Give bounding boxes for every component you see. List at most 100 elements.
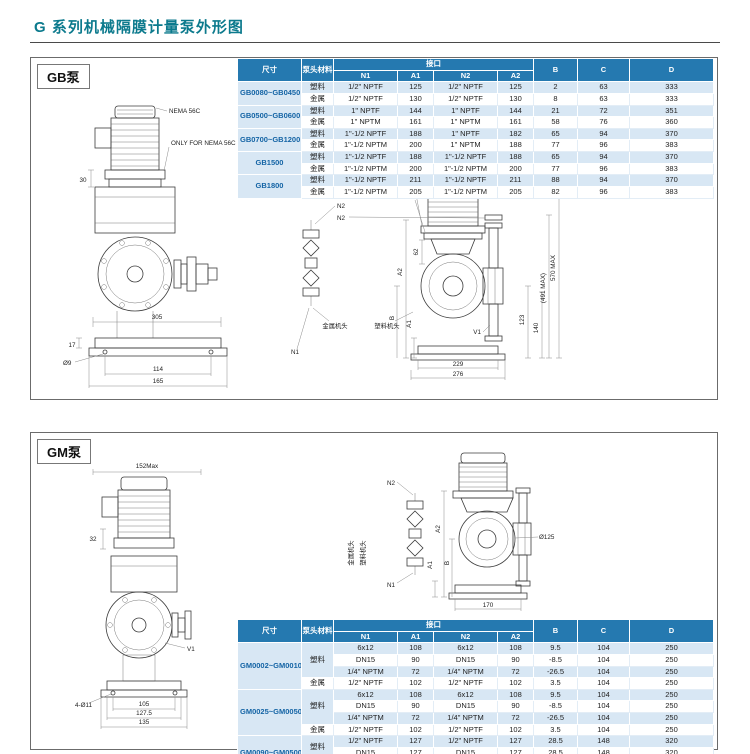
- cell: 90: [497, 653, 534, 667]
- cell: 90: [497, 700, 534, 713]
- cell: 1" NPTM: [333, 116, 398, 129]
- cell: 351: [629, 104, 714, 118]
- metal-head-label: 金属机头: [322, 321, 347, 330]
- cell: 104: [577, 677, 630, 690]
- cell: 127: [497, 746, 534, 754]
- gm-side-annotations: 金属机头 塑料机头 N2 N1 A2 A1 B Ø125 170: [346, 480, 555, 611]
- cell: 370: [629, 151, 714, 164]
- cell: 塑料: [301, 688, 334, 725]
- cell: 1"-1/2 NPTM: [333, 162, 398, 176]
- cell: 1" NPTM: [433, 139, 498, 152]
- cell: 370: [629, 127, 714, 141]
- cell: 188: [397, 151, 434, 164]
- cell: 塑料: [301, 104, 334, 118]
- cell: 104: [577, 653, 630, 667]
- n2-label: N2: [337, 203, 346, 210]
- table-header-row: 尺寸 泵头材料 接口 B C D: [237, 57, 714, 83]
- cell: 72: [497, 665, 534, 679]
- col-header-material: 泵头材料: [301, 618, 334, 644]
- cell: 250: [629, 688, 714, 702]
- cell: GB1800: [237, 174, 302, 199]
- cell: 77: [533, 162, 578, 176]
- dim-17-label: 17: [68, 342, 76, 349]
- cell: 金属: [301, 677, 334, 690]
- dim-165-label: 165: [153, 378, 164, 385]
- cell: 6x12: [433, 642, 498, 655]
- cell: 250: [629, 653, 714, 667]
- col-header-a1: A1: [397, 630, 434, 644]
- cell: 1/2" NPTF: [333, 92, 398, 106]
- cell: 250: [629, 665, 714, 679]
- cell: 360: [629, 116, 714, 129]
- col-header-port: 接口: [333, 619, 534, 632]
- cell: 96: [577, 139, 630, 152]
- cell: DN15: [433, 653, 498, 667]
- valve-stack: [302, 220, 320, 306]
- cell: 108: [397, 688, 434, 702]
- cell: -8.5: [533, 700, 578, 713]
- col-header-material: 泵头材料: [301, 57, 334, 83]
- cell: 188: [497, 151, 534, 164]
- cell: 200: [397, 162, 434, 176]
- cell: 370: [629, 174, 714, 187]
- cell: 205: [397, 185, 434, 199]
- gb-side-annotations: IEC 80 (IEC 71) ONLY FOR IEC 80 ONLY FOR…: [291, 175, 562, 380]
- cell: 108: [397, 642, 434, 655]
- cell: 1"-1/2 NPTF: [333, 127, 398, 141]
- cell: 1"-1/2 NPTF: [433, 174, 498, 187]
- cell: 104: [577, 642, 630, 655]
- dim-b-label: B: [444, 561, 451, 565]
- cell: 1/2" NPTF: [433, 677, 498, 690]
- motor: [452, 452, 514, 513]
- cell: 塑料: [301, 174, 334, 187]
- cell: 塑料: [301, 81, 334, 94]
- cell: 188: [497, 139, 534, 152]
- dim-305-label: 305: [152, 314, 163, 321]
- cell: 182: [497, 127, 534, 141]
- col-header-n2: N2: [433, 630, 498, 644]
- flange-stack: [171, 610, 192, 640]
- cell: 383: [629, 139, 714, 152]
- cell: 320: [629, 735, 714, 748]
- dim-570max-label: 570 MAX: [550, 254, 557, 281]
- dim-170-label: 170: [483, 602, 494, 609]
- cell: 72: [577, 104, 630, 118]
- cell: 塑料: [301, 127, 334, 141]
- cell: 8: [533, 92, 578, 106]
- cell: 161: [497, 116, 534, 129]
- cell: 1"-1/2 NPTM: [333, 139, 398, 152]
- cell: -26.5: [533, 665, 578, 679]
- table-header-row: 尺寸 泵头材料 接口 B C D: [237, 618, 714, 644]
- cell: 96: [577, 185, 630, 199]
- cell: 1/2" NPTF: [333, 723, 398, 737]
- cell: 63: [577, 92, 630, 106]
- gb-front-drawing: NEMA 56C ONLY FOR NEMA 56C 30 17 305 Ø9 …: [63, 105, 236, 388]
- n2-label: N2: [337, 215, 346, 222]
- cell: GB0500~GB0600: [237, 104, 302, 129]
- cell: 3.5: [533, 723, 578, 737]
- table-header-row: N1 A1 N2 A2: [238, 630, 714, 644]
- cell: 94: [577, 151, 630, 164]
- metal-head-label: 金属机头: [346, 540, 355, 565]
- dia-9-label: Ø9: [63, 360, 72, 367]
- only-nema-label: ONLY FOR NEMA 56C: [171, 140, 236, 147]
- cell: 72: [397, 712, 434, 725]
- col-header-b: B: [533, 618, 578, 644]
- cell: 28.5: [533, 735, 578, 748]
- col-header-a2: A2: [497, 630, 534, 644]
- cell: 6x12: [333, 642, 398, 655]
- cell: 94: [577, 174, 630, 187]
- cell: 108: [497, 688, 534, 702]
- cell: 104: [577, 665, 630, 679]
- cell: DN15: [333, 746, 398, 754]
- col-header-d: D: [629, 57, 714, 83]
- cell: 200: [497, 162, 534, 176]
